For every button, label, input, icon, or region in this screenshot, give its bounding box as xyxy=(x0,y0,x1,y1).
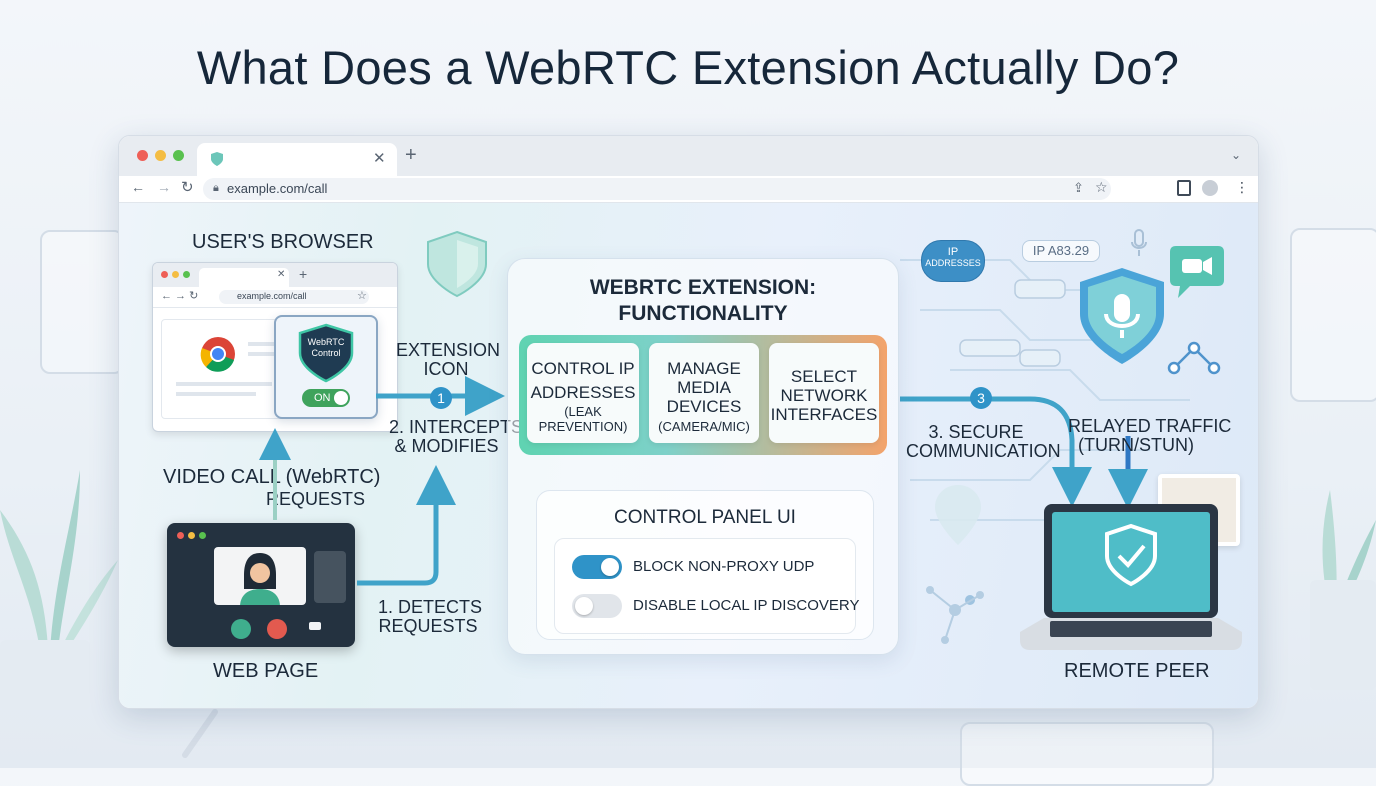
chrome-logo-icon xyxy=(200,337,235,372)
microphone-small-icon xyxy=(1131,229,1147,256)
close-window-button[interactable] xyxy=(137,150,148,161)
extension-on-toggle[interactable]: ON xyxy=(302,389,350,407)
tab-list-chevron-icon[interactable]: ⌄ xyxy=(1231,148,1242,162)
browser-tab[interactable]: ✕ xyxy=(197,143,397,176)
video-feed xyxy=(214,547,306,605)
address-bar: ← → ↻ 🔒︎ example.com/call ⇪ ☆ ⋮ xyxy=(119,176,1258,203)
card-control-ip: CONTROL IP ADDRESSES (LEAK PREVENTION) xyxy=(527,343,639,443)
tab-bar: ✕ + ⌄ xyxy=(119,136,1258,176)
disable-local-ip-label: DISABLE LOCAL IP DISCOVERY xyxy=(633,597,860,614)
remote-peer-label: REMOTE PEER xyxy=(1064,660,1210,682)
video-side-panel xyxy=(314,551,346,603)
bookmark-star-icon[interactable]: ☆ xyxy=(1095,179,1108,195)
mini-new-tab-icon: + xyxy=(299,266,308,282)
users-browser-label: USER'S BROWSER xyxy=(192,231,374,253)
mini-tab-close-icon: ✕ xyxy=(277,269,286,280)
back-arrow-icon[interactable]: ← xyxy=(131,179,145,195)
step-2-number-badge: 1 xyxy=(430,387,452,409)
network-graph-icon xyxy=(926,586,984,644)
profile-avatar[interactable] xyxy=(1202,180,1218,196)
web-page-label: WEB PAGE xyxy=(213,660,319,682)
extension-popup[interactable]: WebRTC Control ON xyxy=(274,315,378,419)
control-panel-title: CONTROL PANEL UI xyxy=(614,507,796,528)
url-text: example.com/call xyxy=(227,181,328,196)
block-udp-switch[interactable] xyxy=(572,555,622,579)
functionality-title: WEBRTC EXTENSION: FUNCTIONALITY xyxy=(589,276,817,325)
step-3-label: 3. SECURE COMMUNICATION xyxy=(906,422,1061,461)
menu-kebab-icon[interactable]: ⋮ xyxy=(1235,179,1249,195)
forward-arrow-icon[interactable]: → xyxy=(157,179,171,195)
mini-url-text: example.com/call xyxy=(237,291,307,301)
ip-addresses-chip: IP ADDRESSES xyxy=(921,240,985,282)
video-call-label: VIDEO CALL (WebRTC) REQUESTS xyxy=(163,466,381,509)
reload-icon[interactable]: ↻ xyxy=(181,179,194,196)
block-udp-label: BLOCK NON-PROXY UDP xyxy=(633,558,815,575)
sidebar-icon[interactable] xyxy=(1177,180,1191,196)
map-pin-icon xyxy=(935,485,981,545)
share-network-icon xyxy=(1167,341,1221,375)
remote-peer-laptop-icon xyxy=(1020,504,1242,650)
background-panel-left xyxy=(40,230,124,374)
webrtc-control-shield-icon xyxy=(298,323,354,383)
plant-pot-left xyxy=(0,640,90,710)
extension-icon-label: EXTENSION ICON xyxy=(396,340,501,379)
new-tab-icon[interactable]: + xyxy=(405,144,417,166)
page-title: What Does a WebRTC Extension Actually Do… xyxy=(196,41,1180,94)
tab-close-icon[interactable]: ✕ xyxy=(373,150,386,167)
shield-favicon-icon xyxy=(211,152,223,166)
person-avatar-icon xyxy=(240,553,280,605)
disable-local-ip-switch[interactable] xyxy=(572,594,622,618)
video-chat-bubble-icon xyxy=(1170,246,1224,298)
hang-up-button[interactable] xyxy=(267,619,287,639)
video-camera-button[interactable] xyxy=(231,619,251,639)
card-manage-media: MANAGE MEDIA DEVICES (CAMERA/MIC) xyxy=(649,343,759,443)
extension-badge-text: WebRTC Control xyxy=(307,337,345,358)
functionality-cards-strip: CONTROL IP ADDRESSES (LEAK PREVENTION) M… xyxy=(519,335,887,455)
maximize-window-button[interactable] xyxy=(173,150,184,161)
camera-icon[interactable] xyxy=(309,622,321,630)
minimize-window-button[interactable] xyxy=(155,150,166,161)
url-input[interactable]: 🔒︎ example.com/call ⇪ ☆ xyxy=(203,178,1111,200)
control-panel-ui: CONTROL PANEL UI BLOCK NON-PROXY UDP DIS… xyxy=(536,490,874,640)
step-3-number-badge: 3 xyxy=(970,387,992,409)
plant-left-icon xyxy=(0,470,118,652)
control-panel-options: BLOCK NON-PROXY UDP DISABLE LOCAL IP DIS… xyxy=(554,538,860,634)
card-select-network: SELECT NETWORK INTERFACES xyxy=(769,343,879,443)
plant-pot-right xyxy=(1310,580,1376,690)
lock-icon: 🔒︎ xyxy=(213,182,219,194)
share-icon[interactable]: ⇪ xyxy=(1073,180,1084,195)
center-shield-icon xyxy=(427,230,487,298)
video-call-window xyxy=(167,523,355,647)
secure-microphone-shield-icon xyxy=(1080,268,1164,364)
ip-value-chip: IP A83.29 xyxy=(1022,240,1100,262)
pen-icon xyxy=(182,709,218,758)
step-1-label: 1. DETECTS REQUESTS xyxy=(378,597,483,636)
relayed-traffic-label: RELAYED TRAFFIC (TURN/STUN) xyxy=(1068,416,1232,455)
background-panel-right xyxy=(1290,228,1376,402)
toggle-on-label: ON xyxy=(314,392,331,404)
step-2-label: 2. INTERCEPTS & MODIFIES xyxy=(389,417,524,456)
